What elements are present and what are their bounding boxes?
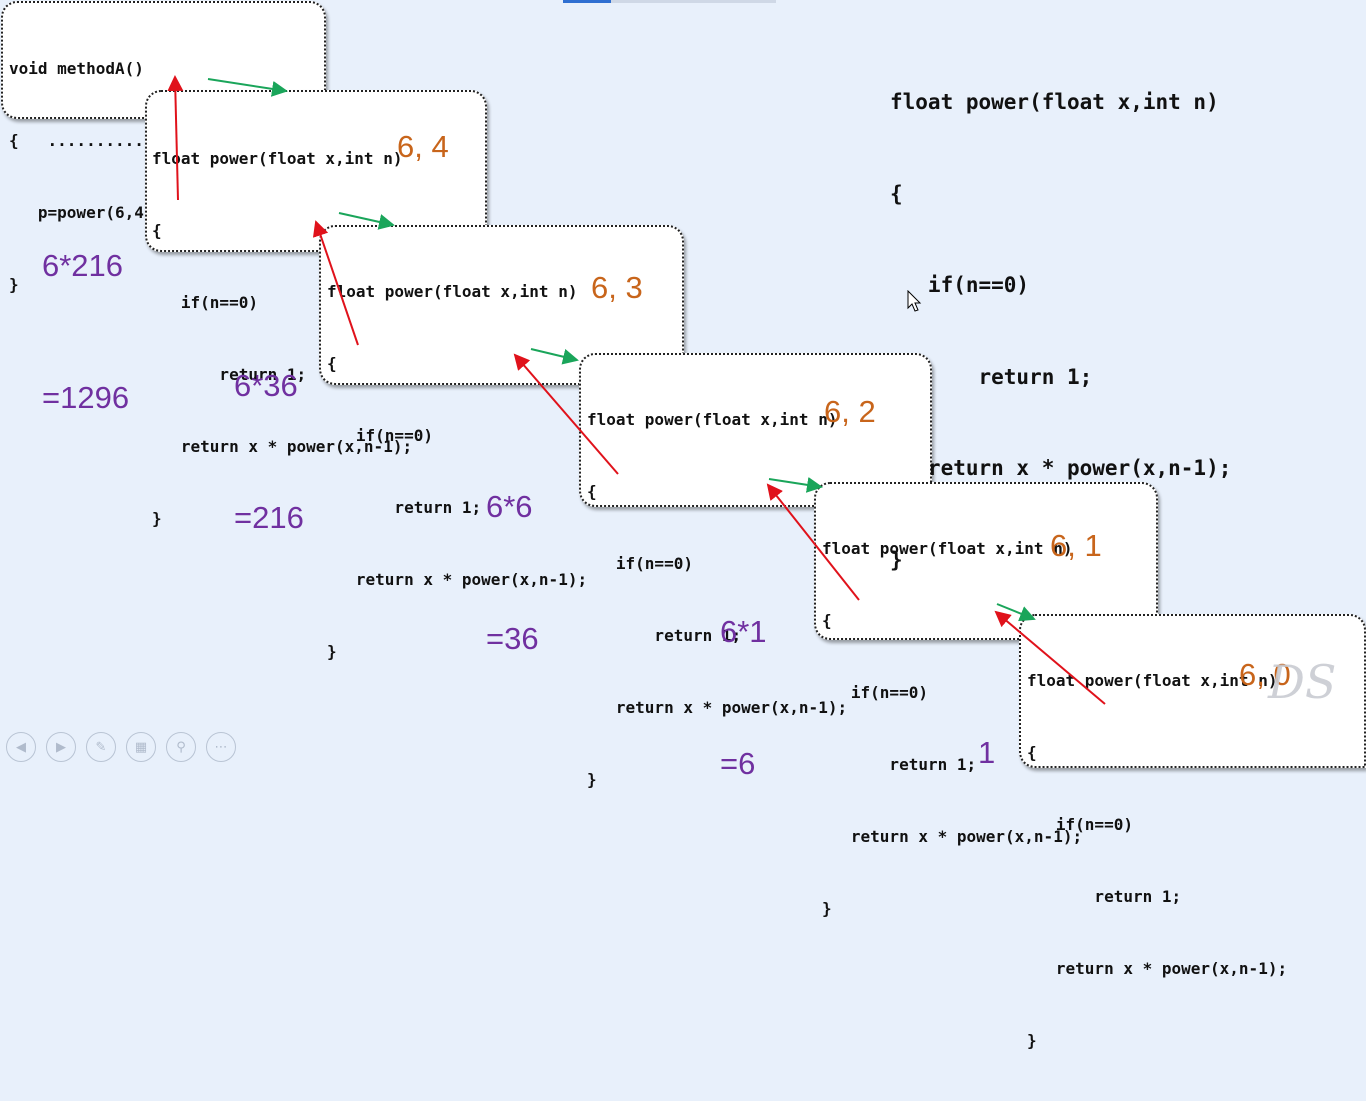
code-line: float power(float x,int n) xyxy=(327,282,578,301)
code-line: { xyxy=(152,221,162,240)
result-expression: 6*6 xyxy=(486,489,533,524)
result-annotation: 6*1 =6 xyxy=(720,522,767,830)
code-line: float power(float x,int n) xyxy=(587,410,838,429)
slide-progress-bar xyxy=(563,0,611,3)
code-line: return 1; xyxy=(587,626,742,645)
watermark-logo: DS xyxy=(1268,655,1337,709)
result-annotation: 6*36 =216 xyxy=(234,276,304,584)
code-line: { xyxy=(587,482,597,501)
code-line: float power(float x,int n) xyxy=(152,149,403,168)
result-value: =36 xyxy=(486,621,539,656)
call-frame-box: float power(float x,int n) { if(n==0) re… xyxy=(579,353,932,789)
code-line: { xyxy=(822,611,832,630)
code-line: } xyxy=(152,509,162,528)
frame-code: float power(float x,int n) { if(n==0) re… xyxy=(152,99,412,579)
result-annotation: 6*216 =1296 xyxy=(42,156,129,464)
definition-line: return 1; xyxy=(890,364,1093,389)
frame-args: 6, 3 xyxy=(591,270,643,305)
code-line: if(n==0) xyxy=(327,426,433,445)
prev-icon[interactable]: ◀ xyxy=(6,732,36,762)
code-line: return x * power(x,n-1); xyxy=(1027,959,1288,978)
definition-line: return x * power(x,n-1); xyxy=(890,456,1232,480)
code-line: { xyxy=(327,354,337,373)
mouse-cursor-icon xyxy=(907,290,922,312)
code-line: return x * power(x,n-1); xyxy=(327,570,588,589)
method-a-line: void methodA() xyxy=(9,59,144,78)
code-line: if(n==0) xyxy=(1027,815,1133,834)
code-line: if(n==0) xyxy=(822,683,928,702)
slides-icon[interactable]: ▦ xyxy=(126,732,156,762)
result-value: =216 xyxy=(234,500,304,535)
definition-line: } xyxy=(890,547,903,572)
code-line: return 1; xyxy=(327,498,482,517)
frame-code: float power(float x,int n) { if(n==0) re… xyxy=(1027,621,1287,1101)
code-line: return x * power(x,n-1); xyxy=(152,437,413,456)
result-expression: 6*36 xyxy=(234,368,298,403)
definition-line: if(n==0) xyxy=(890,273,1030,297)
method-a-line: p=power(6,4); xyxy=(9,203,164,222)
frame-code: float power(float x,int n) { if(n==0) re… xyxy=(327,232,587,712)
result-expression: 1 xyxy=(978,735,996,770)
code-line: } xyxy=(1027,1031,1037,1050)
result-annotation: 1 xyxy=(978,643,995,819)
definition-line: { xyxy=(890,181,903,206)
result-annotation: 6*6 =36 xyxy=(486,397,539,705)
result-expression: 6*216 xyxy=(42,248,124,283)
definition-line: float power(float x,int n) xyxy=(890,90,1219,114)
code-line: return 1; xyxy=(152,365,307,384)
code-line: return 1; xyxy=(1027,887,1182,906)
power-definition: float power(float x,int n) { if(n==0) re… xyxy=(890,26,1231,606)
code-line: } xyxy=(587,770,597,789)
result-expression: 6*1 xyxy=(720,614,767,649)
result-value: =1296 xyxy=(42,380,130,415)
pen-icon[interactable]: ✎ xyxy=(86,732,116,762)
code-line: return x * power(x,n-1); xyxy=(587,698,848,717)
code-line: { xyxy=(1027,743,1037,762)
next-icon[interactable]: ▶ xyxy=(46,732,76,762)
code-line: } xyxy=(327,642,337,661)
code-line: if(n==0) xyxy=(587,554,693,573)
frame-args: 6, 0 xyxy=(1239,657,1291,692)
frame-args: 6, 2 xyxy=(824,394,876,429)
method-a-line: } xyxy=(9,275,19,294)
result-value: =6 xyxy=(720,746,756,781)
frame-args: 6, 1 xyxy=(1050,528,1102,563)
frame-args: 6, 4 xyxy=(397,129,449,164)
slide-progress-track xyxy=(611,0,776,3)
zoom-icon[interactable]: ⚲ xyxy=(166,732,196,762)
frame-code: float power(float x,int n) { if(n==0) re… xyxy=(587,360,847,840)
more-icon[interactable]: ⋯ xyxy=(206,732,236,762)
code-line: if(n==0) xyxy=(152,293,258,312)
